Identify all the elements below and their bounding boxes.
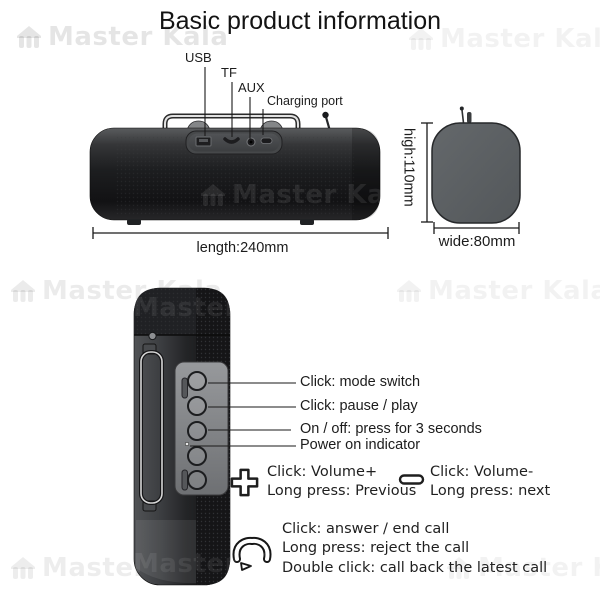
- control-panel: [174, 361, 229, 496]
- house-logo-icon: [447, 557, 471, 579]
- port-leader-lines: [204, 67, 264, 139]
- house-logo-icon: [201, 184, 225, 206]
- volume-minus-line2: Long press: next: [430, 483, 551, 500]
- watermark: Master Kala: [133, 549, 313, 579]
- watermark-text: Master Kala: [48, 22, 229, 52]
- watermark-text: Master Kala: [232, 180, 413, 210]
- dimension-line-length: [92, 227, 389, 239]
- dimension-line-width: [433, 222, 520, 234]
- watermark: Master Kala: [446, 553, 600, 583]
- volume-plus-line2: Long press: Previous: [267, 483, 417, 500]
- charging-port-label: Charging port: [267, 94, 343, 108]
- mode-switch-label: Click: mode switch: [300, 374, 421, 390]
- call-line2: Long press: reject the call: [282, 540, 470, 557]
- on-off-label: On / off: press for 3 seconds: [300, 421, 482, 437]
- volume-button: [187, 446, 207, 466]
- house-logo-icon: [11, 280, 35, 302]
- panel-clip: [181, 377, 188, 399]
- minus-icon: [398, 474, 425, 485]
- speaker-foot: [127, 219, 141, 225]
- dimension-line-height: [421, 122, 433, 223]
- power-indicator-label: Power on indicator: [300, 437, 421, 453]
- mode-button: [187, 371, 207, 391]
- call-line1: Click: answer / end call: [282, 521, 450, 537]
- panel-clip: [181, 469, 188, 491]
- watermark: Master Kala: [396, 276, 600, 306]
- watermark: Master Kala: [133, 293, 313, 323]
- watermark-text: Master Kala: [440, 24, 600, 54]
- play-pause-button: [187, 396, 207, 416]
- strap-knob: [148, 331, 157, 341]
- watermark: Master Kala: [200, 180, 412, 210]
- watermark-text: Master Kala: [428, 276, 600, 306]
- speaker-foot: [300, 219, 314, 225]
- width-label: wide:80mm: [438, 233, 516, 250]
- volume-plus-line1: Click: Volume+: [267, 464, 378, 480]
- height-label: high:110mm: [400, 128, 417, 207]
- power-button: [187, 421, 207, 441]
- power-led: [185, 442, 190, 447]
- aux-label: AUX: [238, 80, 265, 95]
- watermark-text: Master Kala: [133, 293, 314, 323]
- pause-play-label: Click: pause / play: [300, 398, 418, 414]
- volume-minus-line1: Click: Volume-: [430, 464, 534, 480]
- usb-label: USB: [185, 50, 212, 65]
- front-view-figure: [133, 287, 296, 586]
- watermark: Master Kala: [16, 22, 228, 52]
- house-logo-icon: [17, 26, 41, 48]
- watermark: Master Kala: [408, 24, 600, 54]
- side-handle: [139, 343, 164, 512]
- plus-icon: [230, 468, 259, 497]
- port-panel: [185, 130, 283, 155]
- button-leader-lines: [190, 382, 296, 447]
- speaker-side-view: [431, 106, 521, 224]
- volume-plus-label: Click: Volume+ Long press: Previous: [267, 463, 416, 502]
- volume-minus-label: Click: Volume- Long press: next: [430, 463, 550, 502]
- tf-card-slot: [223, 137, 240, 144]
- tf-label: TF: [221, 65, 237, 80]
- call-line3: Double click: call back the latest call: [282, 559, 548, 576]
- call-button: [187, 470, 207, 490]
- watermark-text: Master Kala: [478, 553, 600, 583]
- page-title: Basic product information: [158, 7, 442, 35]
- house-logo-icon: [11, 557, 35, 579]
- length-label: length:240mm: [196, 240, 289, 256]
- house-logo-icon: [409, 28, 433, 50]
- top-view-figure: [89, 67, 521, 239]
- house-logo-icon: [397, 280, 421, 302]
- watermark-text: Master Kala: [133, 549, 314, 579]
- aux-port: [246, 137, 256, 147]
- phone-handset-icon: [232, 536, 272, 571]
- charging-port-slot: [260, 137, 273, 144]
- call-function-label: Click: answer / end call Long press: rej…: [282, 520, 547, 578]
- usb-port: [195, 136, 212, 147]
